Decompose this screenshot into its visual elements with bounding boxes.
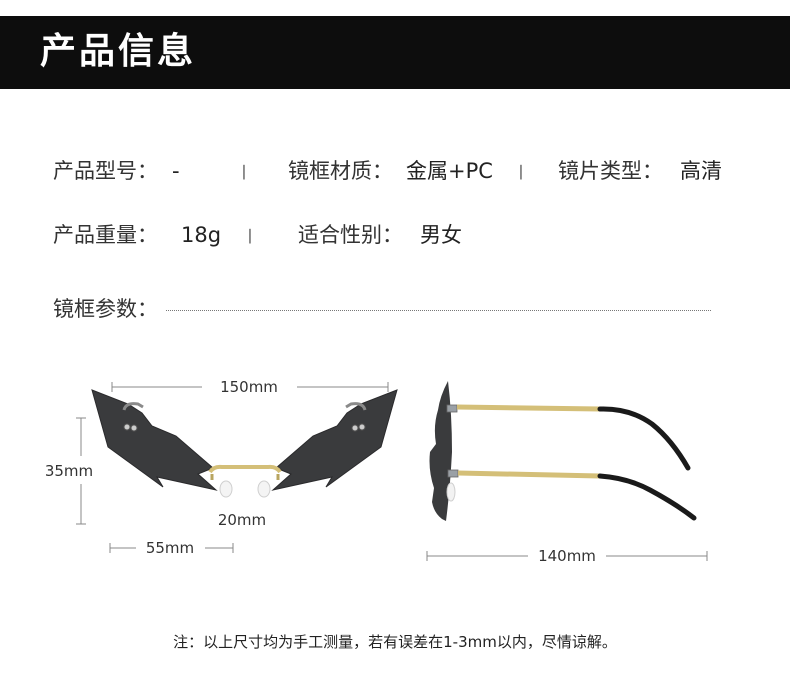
left-hinge-screw <box>130 424 138 432</box>
lens-type-value: 高清 <box>680 159 722 183</box>
weight-label: 产品重量： <box>53 223 158 247</box>
left-temple-stub <box>122 402 144 411</box>
separator: 丨 <box>513 163 530 182</box>
nose-bridge <box>208 464 282 474</box>
separator: 丨 <box>236 163 253 182</box>
front-view: 150mm 35mm 20mm 55mm <box>45 378 398 557</box>
side-lens <box>429 381 452 521</box>
upper-temple-tip <box>597 406 691 471</box>
right-temple-stub <box>345 402 367 411</box>
model-label: 产品型号： <box>53 159 158 183</box>
model-value: - <box>172 159 180 183</box>
lower-temple-tip <box>597 473 697 521</box>
separator: 丨 <box>242 227 259 246</box>
dotted-divider <box>166 310 711 311</box>
side-view: 140mm <box>426 381 708 565</box>
lens-type-label: 镜片类型： <box>558 159 663 183</box>
gender-label: 适合性别： <box>298 223 403 247</box>
right-nose-pad <box>257 480 271 498</box>
frame-params-label: 镜框参数： <box>53 297 158 321</box>
right-hinge-screw <box>351 424 359 432</box>
page-title: 产品信息 <box>40 31 197 72</box>
lens-width-label: 55mm <box>146 539 194 557</box>
right-hinge-screw <box>358 423 366 431</box>
total-width-label: 150mm <box>220 378 278 396</box>
gender-value: 男女 <box>420 223 462 247</box>
measurement-note: 注：以上尺寸均为手工测量，若有误差在1-3mm以内，尽情谅解。 <box>173 633 617 651</box>
frame-material-value: 金属+PC <box>406 159 493 183</box>
left-hinge-screw <box>123 423 131 431</box>
lower-temple <box>457 470 601 479</box>
weight-value: 18g <box>181 223 222 247</box>
header-bar: 产品信息 <box>0 16 790 89</box>
left-lens <box>91 389 218 491</box>
bridge-width-label: 20mm <box>218 511 266 529</box>
upper-temple <box>456 404 601 412</box>
frame-material-label: 镜框材质： <box>288 159 393 183</box>
temple-length-label: 140mm <box>538 547 596 565</box>
lens-height-label: 35mm <box>45 462 93 480</box>
left-nose-pad <box>219 480 233 498</box>
right-lens <box>271 389 398 491</box>
